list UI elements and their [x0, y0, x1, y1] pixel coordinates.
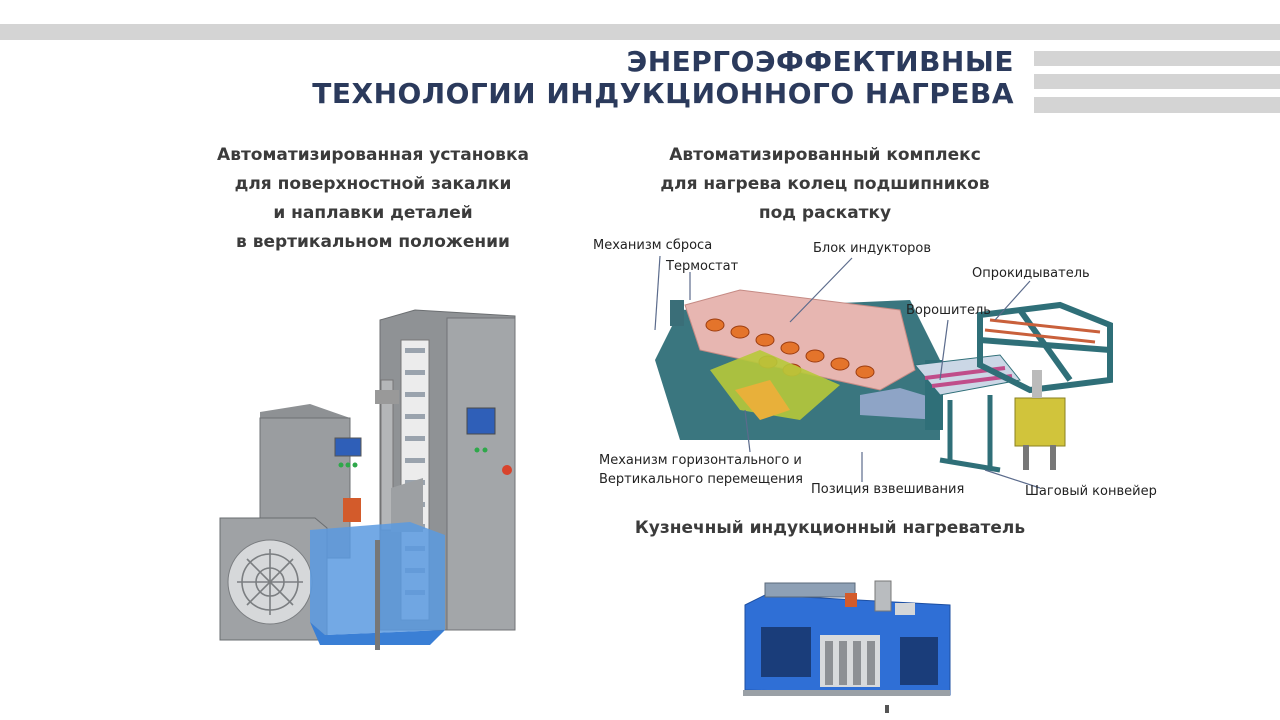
- slide-title: ЭНЕРГОЭФФЕКТИВНЫЕ ТЕХНОЛОГИИ ИНДУКЦИОННО…: [312, 46, 1014, 110]
- label-tipper: Опрокидыватель: [972, 266, 1090, 281]
- label-movement-mechanism: Механизм горизонтального и Вертикального…: [599, 451, 803, 489]
- right-heading-line-3: под раскатку: [758, 203, 892, 223]
- right-heading-line-2: для нагрева колец подшипников: [660, 174, 990, 194]
- slide-title-line-1: ЭНЕРГОЭФФЕКТИВНЫЕ: [626, 45, 1014, 78]
- left-heading: Автоматизированная установка для поверхн…: [205, 141, 541, 257]
- left-heading-line-1: Автоматизированная установка: [217, 145, 529, 165]
- slide-title-line-2: ТЕХНОЛОГИИ ИНДУКЦИОННОГО НАГРЕВА: [312, 77, 1014, 110]
- bottom-heading: Кузнечный индукционный нагреватель: [620, 514, 1040, 543]
- bearing-ring-heating-complex-image: [655, 289, 1113, 473]
- bottom-heading-text: Кузнечный индукционный нагреватель: [634, 518, 1026, 538]
- label-inductor-block: Блок индукторов: [813, 241, 932, 256]
- label-movement-line-2: Вертикального перемещения: [599, 472, 803, 487]
- header-stripe-right-2: [1034, 74, 1280, 89]
- left-heading-line-4: в вертикальном положении: [236, 232, 510, 252]
- label-reset-mechanism: Механизм сброса: [593, 238, 713, 253]
- vertical-hardening-machine-image: [219, 309, 516, 650]
- label-step-conveyor: Шаговый конвейер: [1025, 484, 1157, 499]
- left-heading-line-3: и наплавки деталей: [273, 203, 473, 223]
- label-thermostat: Термостат: [666, 259, 739, 274]
- label-agitator: Ворошитель: [906, 303, 991, 318]
- forging-induction-heater-image: [743, 580, 951, 713]
- left-heading-line-2: для поверхностной закалки: [234, 174, 512, 194]
- header-stripe-right-1: [1034, 51, 1280, 66]
- right-heading-line-1: Автоматизированный комплекс: [669, 145, 981, 165]
- right-heading: Автоматизированный комплекс для нагрева …: [650, 141, 1000, 228]
- header-stripe-right-3: [1034, 97, 1280, 113]
- label-weighing-position: Позиция взвешивания: [811, 482, 965, 497]
- label-movement-line-1: Механизм горизонтального и: [599, 453, 802, 468]
- header-stripe-top: [0, 24, 1280, 40]
